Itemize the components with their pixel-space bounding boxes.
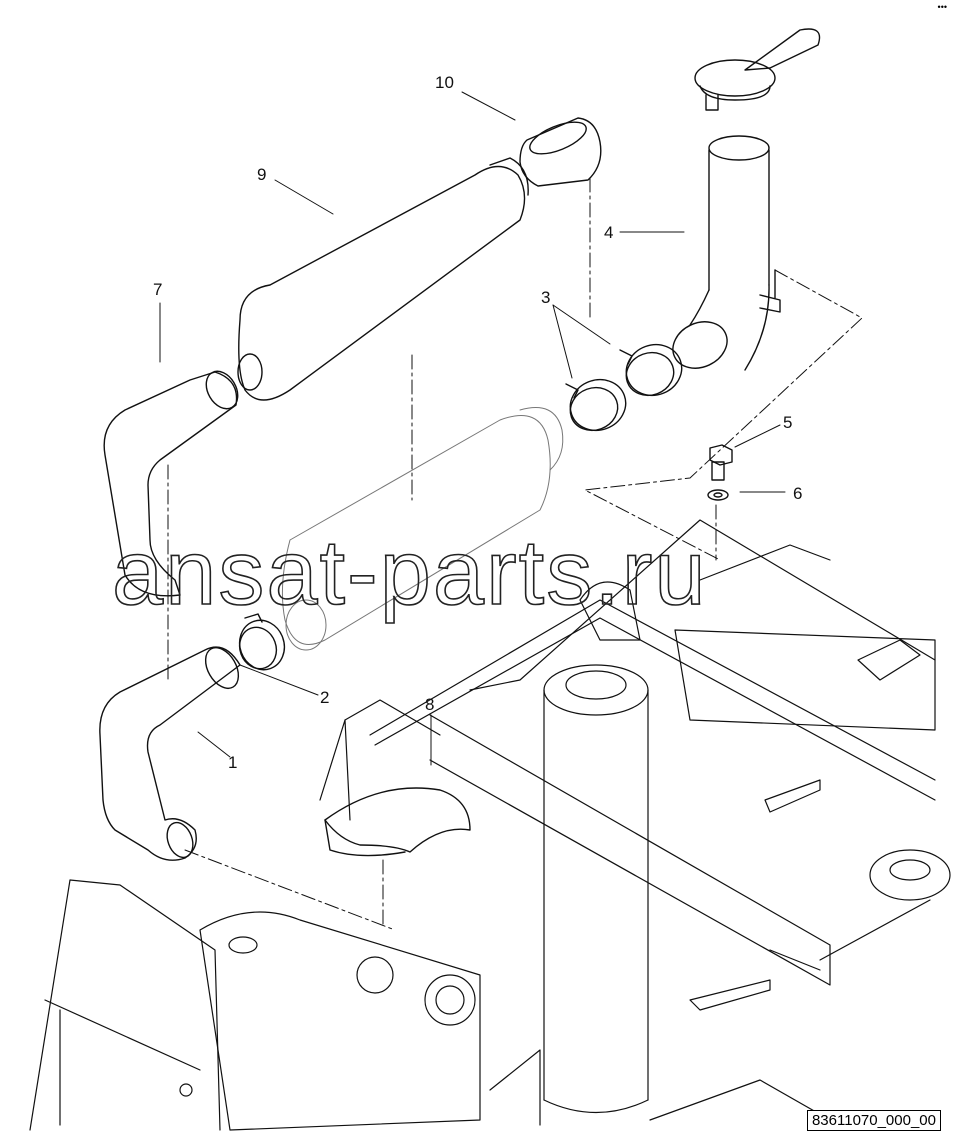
callout-3: 3 — [541, 288, 550, 307]
callout-6: 6 — [793, 484, 802, 503]
muffler-ghost — [281, 407, 564, 651]
chassis-frame — [29, 519, 951, 1131]
callout-10: 10 — [435, 73, 454, 92]
part-2-clamp — [238, 613, 286, 671]
leader-lines — [159, 91, 786, 766]
mounting-outline — [167, 177, 863, 931]
part-6-washer — [707, 489, 729, 501]
callout-1: 1 — [228, 753, 237, 772]
callout-2: 2 — [320, 688, 329, 707]
part-4-stack-pipe — [672, 135, 781, 371]
rain-cap — [694, 28, 821, 111]
callout-8: 8 — [425, 695, 434, 714]
corner-mark: ••• — [937, 2, 947, 12]
part-10-sleeve — [519, 117, 602, 187]
part-9-muffler — [237, 157, 529, 401]
part-8-heat-shield — [324, 787, 471, 857]
watermark-text: ansat-parts.ru — [112, 522, 708, 624]
part-1-lower-pipe — [99, 646, 241, 861]
reference-code: 83611070_000_00 — [806, 1110, 941, 1131]
part-3-clamps — [565, 343, 683, 432]
callout-4: 4 — [604, 223, 613, 242]
callout-9: 9 — [257, 165, 266, 184]
callout-labels: 10 9 4 7 3 5 6 2 8 1 — [153, 73, 802, 772]
part-5-bolt — [709, 444, 733, 481]
callout-5: 5 — [783, 413, 792, 432]
callout-7: 7 — [153, 280, 162, 299]
part-7-upper-pipe — [103, 370, 239, 597]
